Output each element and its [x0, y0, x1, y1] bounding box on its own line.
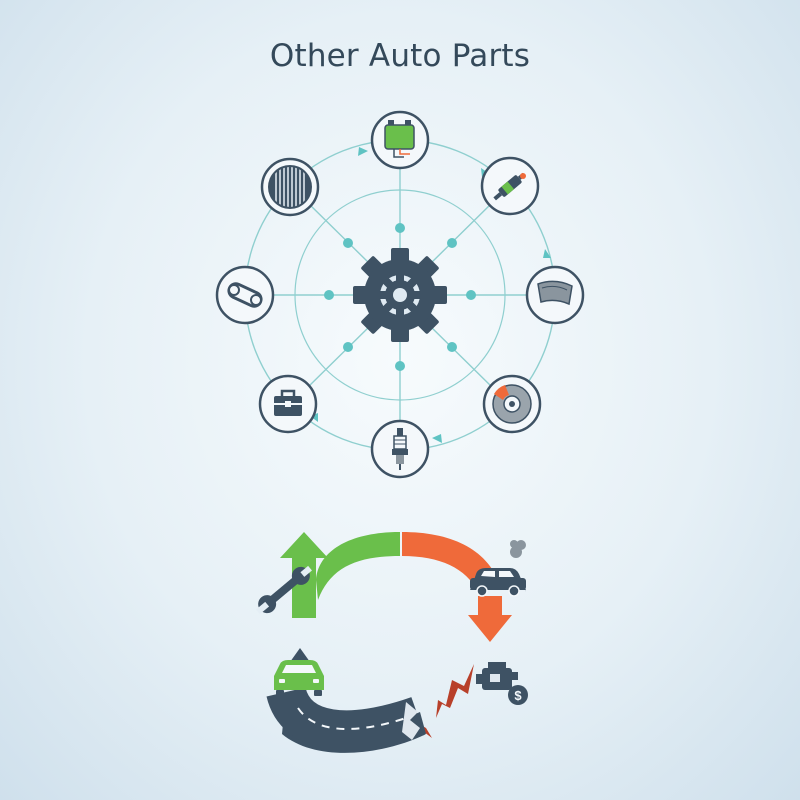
road-curve [266, 685, 426, 753]
spokes [273, 164, 527, 421]
hub-diagram [215, 110, 585, 479]
spoke-nodes [324, 223, 476, 371]
spoke [305, 323, 373, 390]
ring-arrows [310, 147, 551, 443]
brake-disc-icon [482, 374, 542, 434]
wrench-icon [256, 565, 312, 615]
ring-arrow [543, 249, 551, 258]
engine-cost-icon: $ [476, 662, 528, 705]
car-on-road-icon [274, 660, 324, 696]
node [343, 342, 353, 352]
node [343, 238, 353, 248]
page-title: Other Auto Parts [269, 38, 531, 74]
node [447, 342, 457, 352]
spark-plug-icon [370, 419, 430, 479]
currency-symbol: $ [514, 688, 522, 703]
node [395, 361, 405, 371]
toolbox-icon [258, 374, 318, 434]
battery-icon [370, 110, 430, 170]
crack-icon [416, 664, 474, 738]
cycle-diagram: $ [256, 532, 528, 753]
spoke [305, 200, 373, 267]
ring-arrow [432, 434, 442, 443]
gear-icon [353, 248, 447, 342]
spoke [427, 200, 495, 267]
node [324, 290, 334, 300]
timing-belt-icon [215, 265, 275, 325]
node [466, 290, 476, 300]
spoke [427, 323, 495, 390]
smoking-car-icon [470, 540, 526, 597]
air-filter-icon [260, 157, 320, 217]
ring-arrow [358, 147, 368, 156]
brake-pad-icon [525, 265, 585, 325]
node [395, 223, 405, 233]
node [447, 238, 457, 248]
fuel-injector-icon [480, 156, 540, 216]
road-arrow-tip [290, 648, 310, 662]
